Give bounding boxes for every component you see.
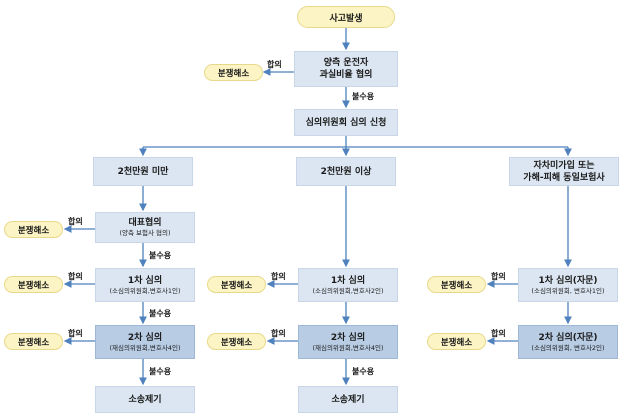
- under-first-review-title: 1차 심의: [127, 275, 163, 286]
- under-lawsuit-label: 소송제기: [128, 394, 162, 405]
- branch-under-box: 2천만원 미만: [93, 157, 193, 186]
- branch-under-label: 2천만원 미만: [117, 166, 169, 177]
- over-lawsuit-label: 소송제기: [331, 394, 365, 405]
- over-lawsuit-box: 소송제기: [298, 386, 398, 413]
- resolved-self-first: 분쟁해소: [427, 276, 486, 293]
- rep-negotiation-sub: (양측 보험사 협의): [119, 229, 171, 237]
- resolved-label: 분쟁해소: [17, 280, 50, 291]
- disagree-label-under-second: 불수용: [149, 367, 172, 376]
- agree-label-self-first: 합의: [491, 272, 506, 281]
- self-second-review-box: 2차 심의(자문) (소심의위원회, 변호사2인): [518, 325, 618, 359]
- over-first-review-box: 1차 심의 (소심의위원회,변호사2인): [298, 268, 398, 302]
- agree-label-step1: 합의: [267, 60, 282, 69]
- negotiation-box: 양측 운전자 과실비율 협의: [294, 51, 398, 87]
- branch-self-line2: 가해-피해 동일보험사: [523, 172, 605, 183]
- self-first-review-title: 1차 심의(자문): [538, 275, 598, 286]
- over-first-review-sub: (소심의위원회,변호사2인): [312, 286, 384, 295]
- committee-application-box: 심의위원회 심의 신청: [294, 109, 398, 136]
- self-first-review-sub: (소심의위원회, 변호사1인): [531, 286, 605, 295]
- start-node: 사고발생: [297, 6, 395, 28]
- resolved-step1: 분쟁해소: [204, 64, 263, 81]
- under-first-review-sub: (소심의위원회,변호사1인): [109, 286, 181, 295]
- disagree-label-rep: 불수용: [149, 251, 172, 260]
- agree-label-under-first: 합의: [68, 272, 83, 281]
- resolved-label: 분쟁해소: [440, 337, 473, 348]
- branch-self-box: 자차미가입 또는 가해-피해 동일보험사: [509, 157, 619, 186]
- resolved-label: 분쟁해소: [220, 337, 253, 348]
- resolved-label: 분쟁해소: [440, 280, 473, 291]
- agree-label-over-second: 합의: [271, 329, 286, 338]
- resolved-over-first: 분쟁해소: [207, 276, 266, 293]
- disagree-label-step1: 불수용: [352, 92, 375, 101]
- under-lawsuit-box: 소송제기: [95, 386, 195, 413]
- negotiation-line1: 양측 운전자: [323, 58, 369, 68]
- self-first-review-box: 1차 심의(자문) (소심의위원회, 변호사1인): [518, 268, 618, 302]
- disagree-label-over-second: 불수용: [352, 367, 375, 376]
- rep-negotiation-box: 대표협의 (양측 보험사 협의): [95, 212, 195, 243]
- under-second-review-box: 2차 심의 (재심의위원회,변호사4인): [95, 325, 195, 359]
- resolved-label: 분쟁해소: [17, 337, 50, 348]
- resolved-label: 분쟁해소: [17, 225, 50, 236]
- under-first-review-box: 1차 심의 (소심의위원회,변호사1인): [95, 268, 195, 302]
- resolved-over-second: 분쟁해소: [207, 333, 266, 350]
- over-second-review-box: 2차 심의 (재심의위원회,변호사4인): [298, 325, 398, 359]
- agree-label-self-second: 합의: [491, 329, 506, 338]
- resolved-label: 분쟁해소: [217, 68, 250, 79]
- over-first-review-title: 1차 심의: [330, 275, 366, 286]
- self-second-review-title: 2차 심의(자문): [538, 332, 598, 343]
- resolved-label: 분쟁해소: [220, 280, 253, 291]
- branch-over-box: 2천만원 이상: [296, 157, 396, 186]
- branch-self-line1: 자차미가입 또는: [533, 160, 595, 171]
- over-second-review-sub: (재심의위원회,변호사4인): [312, 343, 384, 352]
- self-second-review-sub: (소심의위원회, 변호사2인): [531, 343, 605, 352]
- negotiation-line2: 과실비율 협의: [319, 70, 373, 80]
- over-second-review-title: 2차 심의: [330, 332, 366, 343]
- resolved-under-first: 분쟁해소: [4, 276, 63, 293]
- disagree-label-under-first: 불수용: [149, 309, 172, 318]
- resolved-self-second: 분쟁해소: [427, 333, 486, 350]
- agree-label-over-first: 합의: [271, 272, 286, 281]
- committee-application-label: 심의위원회 심의 신청: [305, 117, 387, 128]
- branch-over-label: 2천만원 이상: [320, 166, 372, 177]
- start-label: 사고발생: [329, 13, 363, 24]
- rep-negotiation-title: 대표협의: [128, 218, 162, 228]
- under-second-review-title: 2차 심의: [127, 332, 163, 343]
- agree-label-rep: 합의: [68, 217, 83, 226]
- resolved-under-second: 분쟁해소: [4, 333, 63, 350]
- resolved-rep: 분쟁해소: [4, 221, 63, 238]
- agree-label-under-second: 합의: [68, 329, 83, 338]
- under-second-review-sub: (재심의위원회,변호사4인): [109, 343, 181, 352]
